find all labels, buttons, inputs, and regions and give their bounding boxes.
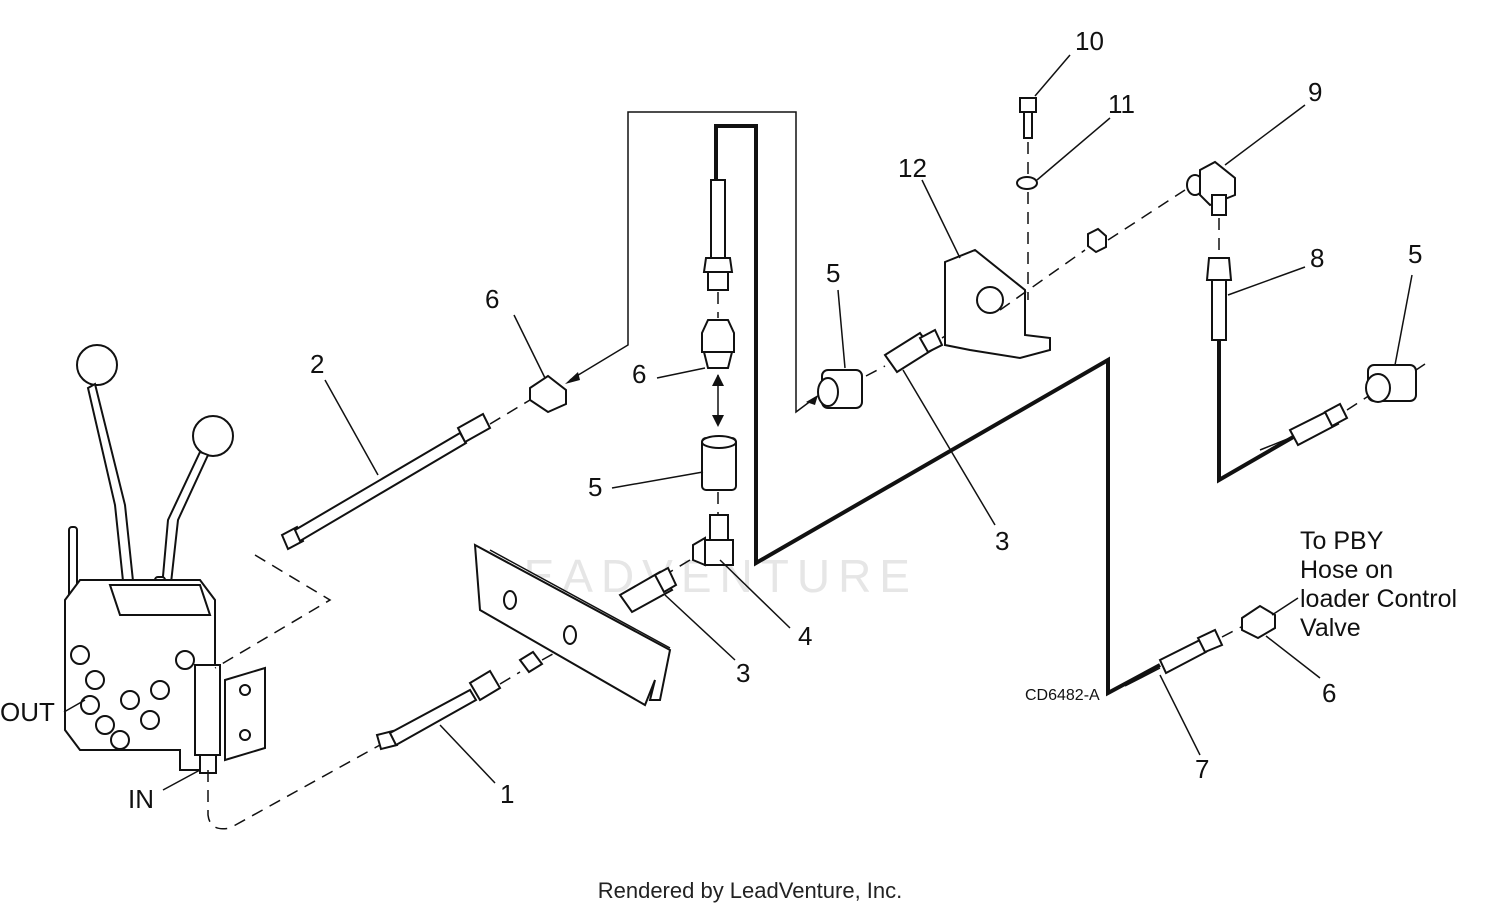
note-line-4: Valve [1300,614,1361,642]
note-line-2: Hose on [1300,556,1393,584]
hose-7 [1124,624,1246,687]
coupler-5-right [1365,363,1426,403]
note-line-3: loader Control [1300,585,1457,613]
callout-10: 11 [1108,89,1135,119]
center-fitting-stack [692,179,737,567]
drawing-code: CD6482-A [1025,687,1100,704]
callout-6-left: 6 [485,284,499,314]
callout-9: 10 [1075,26,1104,56]
callout-5-center: 5 [588,472,602,502]
callout-2: 2 [310,349,324,379]
adapter-fitting-6-left [529,374,567,414]
callout-5-right: 5 [1408,239,1422,269]
callout-6-right: 6 [1322,678,1336,708]
callout-12: 12 [898,153,927,183]
in-port-label: IN [128,784,154,814]
elbow-fitting-11 [1186,160,1236,216]
hose-2 [214,399,531,669]
callout-1: 1 [500,779,514,809]
callout-7: 7 [1195,754,1209,784]
callout-11: 9 [1308,77,1322,107]
footer-credit: Rendered by LeadVenture, Inc. [597,878,903,903]
callout-3-upper: 3 [995,526,1009,556]
coupler-5-center-right [817,365,886,409]
hose-8 [1205,257,1371,484]
hose-1 [207,649,561,830]
control-valve-assembly [64,344,266,774]
callout-4: 4 [798,621,812,651]
out-port-label: OUT [0,697,55,727]
note-line-1: To PBY [1300,527,1384,555]
nut [1087,227,1107,254]
washer-10 [1016,176,1038,190]
mounting-bracket-12 [944,248,1051,360]
adapter-fitting-6-right [1241,604,1276,640]
hose-line-main [714,124,1161,697]
callout-6-center: 6 [632,359,646,389]
bolt-9 [1019,97,1037,139]
callout-5-upper: 5 [826,258,840,288]
frame-bracket-bar [473,543,672,707]
adapter-fitting-3-lower [618,559,691,614]
callout-3-lower: 3 [736,658,750,688]
callout-8: 8 [1310,243,1324,273]
